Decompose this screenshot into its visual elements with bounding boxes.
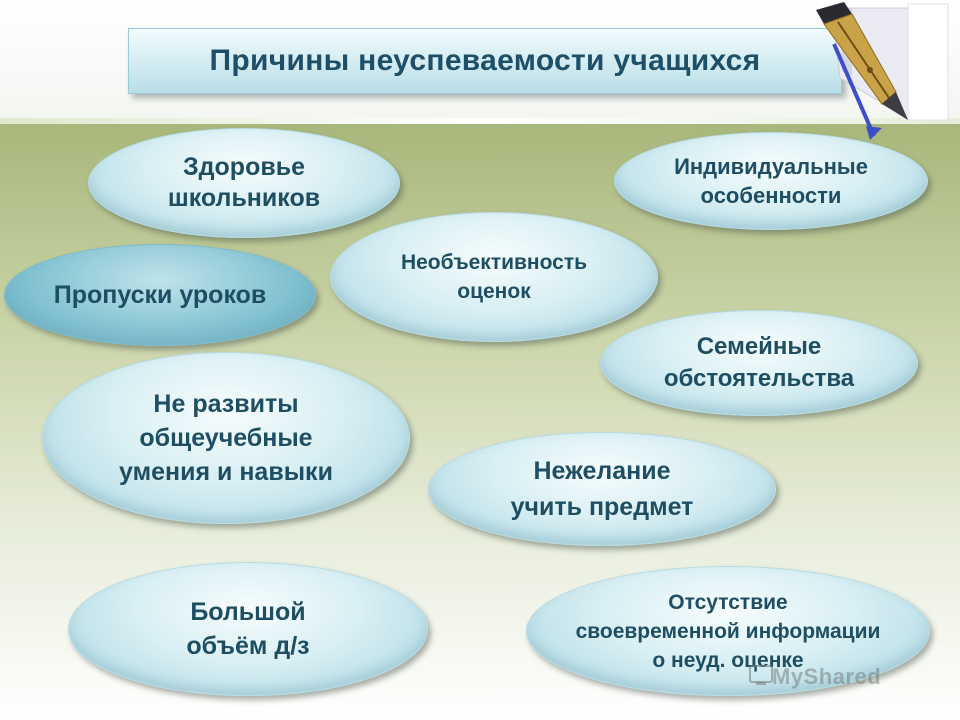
cause-label: Большой объём д/з: [186, 598, 310, 660]
cause-unfair-grades: Необъективность оценок: [330, 212, 658, 342]
title-banner: Причины неуспеваемости учащихся: [128, 28, 842, 94]
fountain-pen-icon: [816, 2, 949, 140]
cause-individual-traits: Индивидуальные особенности: [614, 132, 928, 230]
cause-missed-lessons: Пропуски уроков: [4, 244, 316, 346]
slide-title: Причины неуспеваемости учащихся: [209, 44, 761, 77]
cause-label: Семейные обстоятельства: [663, 333, 855, 392]
cause-label: Индивидуальные особенности: [674, 154, 868, 208]
cause-study-skills: Не развиты общеучебные умения и навыки: [42, 352, 410, 524]
cause-label: Пропуски уроков: [53, 281, 267, 309]
cause-homework-volume: Большой объём д/з: [68, 562, 428, 696]
cause-label: Отсутствие своевременной информации о не…: [575, 590, 881, 672]
cause-family: Семейные обстоятельства: [600, 310, 918, 416]
cause-health: Здоровье школьников: [88, 128, 400, 238]
cause-unwillingness: Нежелание учить предмет: [428, 432, 776, 546]
watermark-logo-icon: [749, 665, 773, 685]
cause-label: Необъективность оценок: [400, 251, 588, 303]
cause-label: Не развиты общеучебные умения и навыки: [119, 390, 333, 486]
cause-label: Здоровье школьников: [167, 153, 321, 212]
cause-lack-of-information: Отсутствие своевременной информации о не…: [526, 566, 930, 696]
watermark-text: MyShared: [772, 664, 882, 689]
cause-label: Нежелание учить предмет: [510, 457, 694, 521]
header-divider: [0, 118, 960, 124]
